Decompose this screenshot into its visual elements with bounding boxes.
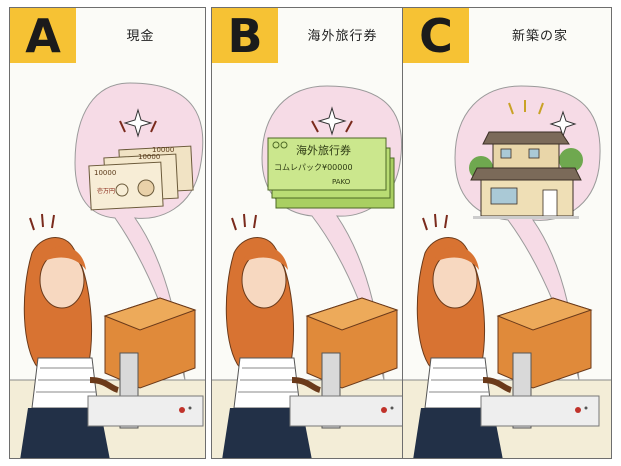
woman-figure: [413, 213, 512, 458]
option-letter-c: C: [419, 8, 453, 63]
woman-figure: [20, 213, 119, 458]
lottery-machine: [480, 297, 600, 429]
option-tag-a: A: [10, 8, 76, 63]
panel-a: A 現金 10000 10000 10000 壱万円: [9, 7, 206, 459]
voucher-amount: コムレパック¥00000: [274, 163, 353, 172]
option-letter-b: B: [227, 8, 263, 63]
scene-c: [403, 85, 611, 458]
sparkle-icon: [119, 108, 157, 138]
banknote-stack: 10000 10000 10000 壱万円: [88, 145, 194, 211]
scene-a: 10000 10000 10000 壱万円: [10, 82, 205, 458]
voucher-title: 海外旅行券: [296, 143, 351, 157]
panel-c: C 新築の家: [402, 7, 612, 459]
option-caption-c: 新築の家: [511, 29, 568, 44]
travel-voucher-stack: 海外旅行券 コムレパック¥00000 PAKO: [267, 137, 395, 209]
lottery-ball: [575, 407, 581, 413]
banknote-value: 10000: [152, 146, 174, 154]
option-caption-a: 現金: [126, 29, 155, 44]
banknote-kanji: 壱万円: [97, 187, 115, 195]
lottery-machine: [289, 297, 406, 429]
banknote-value: 10000: [94, 169, 116, 177]
panel-b: B 海外旅行券 海外旅行券 コムレパック¥00000 PAKO: [211, 7, 408, 459]
woman-figure: [222, 213, 321, 458]
voucher-brand: PAKO: [332, 178, 351, 186]
lottery-machine: [87, 297, 204, 429]
lottery-ball: [179, 407, 185, 413]
lottery-ball: [381, 407, 387, 413]
option-letter-a: A: [25, 8, 61, 63]
scene-b: 海外旅行券 コムレパック¥00000 PAKO: [212, 85, 407, 458]
house-illustration: [469, 131, 583, 219]
option-caption-b: 海外旅行券: [307, 29, 378, 44]
option-tag-c: C: [403, 8, 469, 63]
banknote-value: 10000: [138, 153, 160, 161]
sparkle-icon: [311, 106, 353, 136]
option-tag-b: B: [212, 8, 278, 63]
